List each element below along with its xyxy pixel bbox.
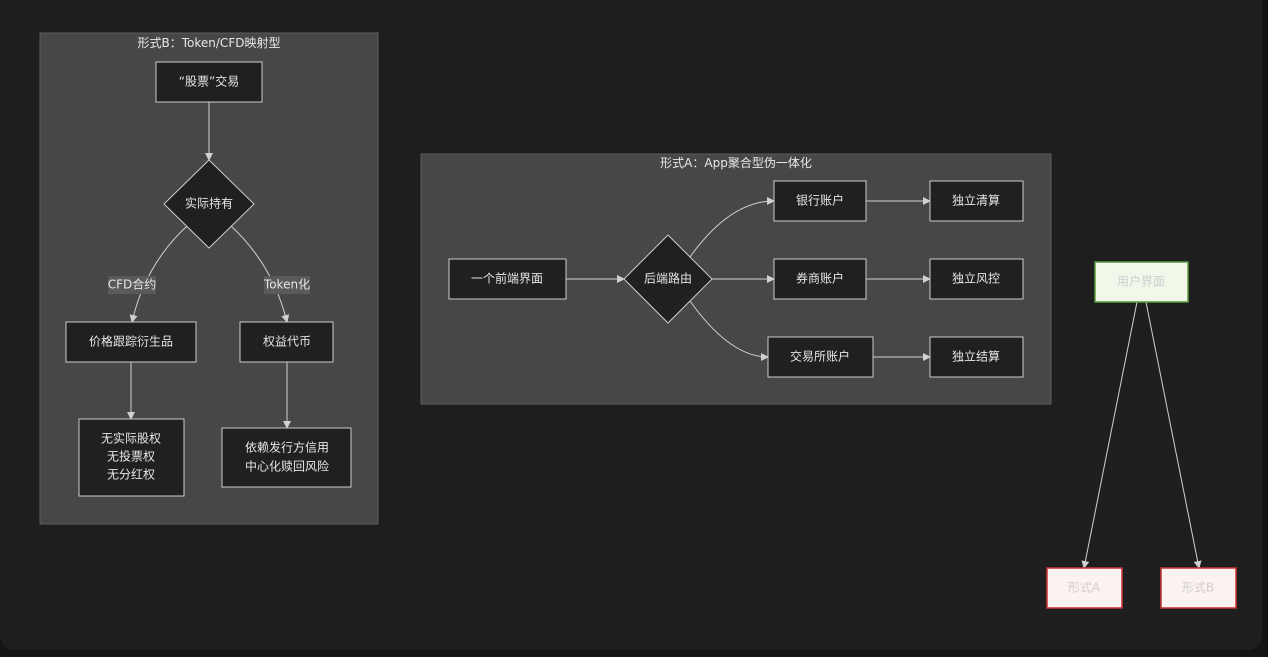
node-stock-trade-label: “股票”交易	[179, 74, 239, 89]
node-user-interface-label: 用户界面	[1117, 274, 1165, 289]
edge-ui-to-form-a	[1081, 301, 1138, 569]
node-issuer-risk	[221, 427, 352, 488]
edge-label-cfd-bg	[108, 276, 156, 294]
node-price-derivative	[65, 321, 197, 363]
overview-tree: 用户界面 形式A 形式B	[1046, 261, 1237, 609]
node-equity-token	[239, 321, 334, 363]
node-no-rights-line3: 无分红权	[107, 467, 155, 482]
node-independent-risk	[929, 258, 1024, 300]
node-user-interface	[1094, 261, 1189, 303]
node-issuer-risk-line2: 中心化赎回风险	[245, 459, 329, 474]
edge-label-cfd: CFD合约	[108, 277, 157, 292]
node-broker-account	[773, 258, 867, 300]
edge-ui-to-form-b	[1145, 301, 1202, 569]
edge-label-token: Token化	[263, 278, 310, 292]
node-frontend-label: 一个前端界面	[471, 271, 543, 286]
node-equity-token-label: 权益代币	[263, 335, 311, 349]
node-bank-account-label: 银行账户	[796, 193, 844, 208]
node-stock-trade	[155, 61, 263, 103]
cluster-form-b: 形式B：Token/CFD映射型 “股票”交易 实际持有 CFD合约 Token…	[39, 32, 379, 525]
node-no-rights	[78, 418, 185, 497]
node-exchange-account	[767, 336, 874, 378]
edge-decision-to-token	[230, 225, 290, 323]
cluster-b-title: 形式B：Token/CFD映射型	[138, 35, 281, 50]
node-independent-clearing	[929, 180, 1024, 222]
node-broker-account-label: 券商账户	[796, 271, 844, 286]
node-independent-settlement-label: 独立结算	[952, 349, 1000, 364]
edge-decision-to-cfd	[129, 225, 188, 323]
node-independent-settlement	[929, 336, 1024, 378]
node-price-derivative-label: 价格跟踪衍生品	[89, 334, 173, 349]
decision-backend-router	[623, 234, 713, 324]
edge-label-token-bg	[264, 276, 310, 294]
node-independent-clearing-label: 独立清算	[952, 193, 1000, 208]
node-form-a-label: 形式A	[1068, 581, 1101, 595]
cluster-a-title: 形式A：App聚合型伪一体化	[660, 155, 812, 170]
node-bank-account	[773, 180, 867, 222]
edge-router-to-exchange	[689, 300, 769, 361]
node-independent-risk-label: 独立风控	[952, 271, 1000, 286]
node-exchange-account-label: 交易所账户	[790, 349, 850, 364]
node-form-b-label: 形式B	[1182, 581, 1214, 595]
cluster-form-a: 形式A：App聚合型伪一体化 一个前端界面 后端路由 银行账户 券商账户 交易所…	[420, 153, 1052, 405]
node-frontend	[448, 258, 567, 300]
node-form-b	[1160, 567, 1237, 609]
node-form-a	[1046, 567, 1123, 609]
decision-backend-router-label: 后端路由	[644, 271, 692, 286]
node-no-rights-line2: 无投票权	[107, 449, 155, 464]
node-issuer-risk-line1: 依赖发行方信用	[245, 440, 329, 455]
decision-actual-holding	[163, 159, 255, 249]
decision-actual-holding-label: 实际持有	[185, 196, 233, 211]
node-no-rights-line1: 无实际股权	[101, 431, 161, 446]
edge-router-to-bank	[689, 197, 775, 258]
